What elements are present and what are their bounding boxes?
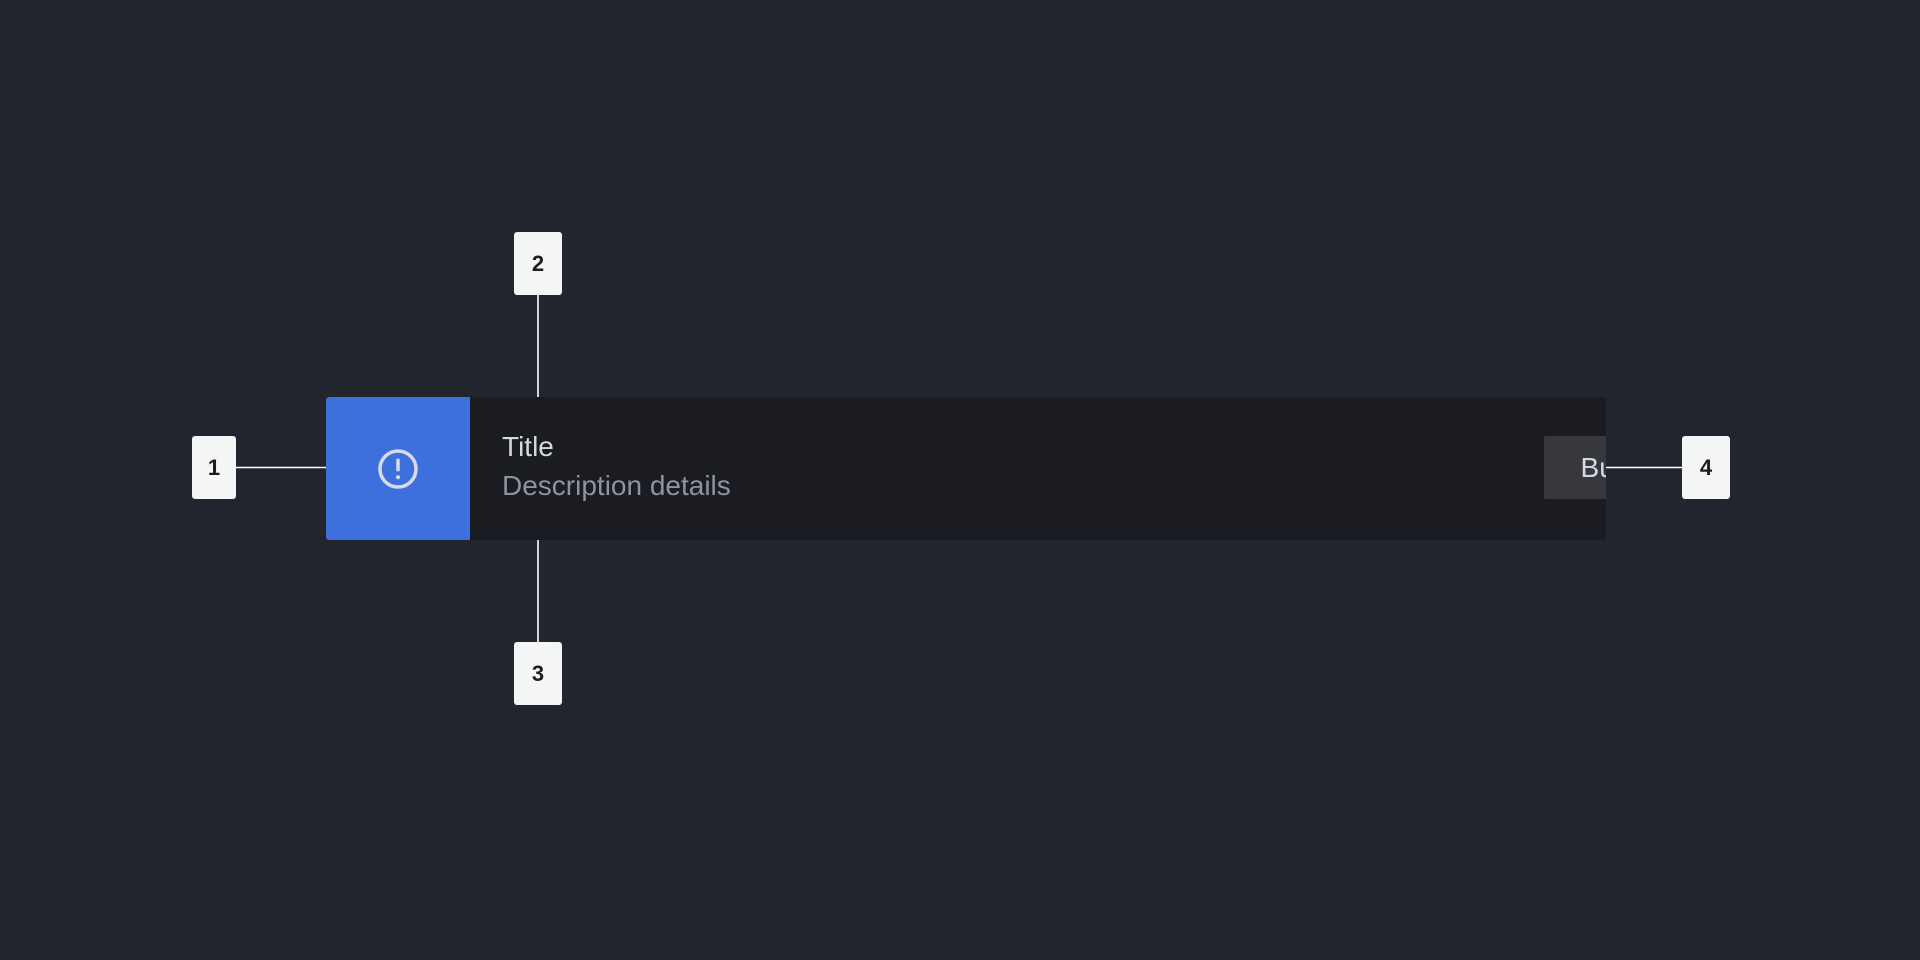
notification-description: Description details	[502, 470, 731, 501]
callout-1: 1	[192, 436, 236, 499]
callout-2: 2	[514, 232, 562, 295]
exclamation-circle-icon	[378, 448, 418, 489]
inline-notification: Title Description details Button	[326, 397, 1606, 540]
notification-action-button[interactable]: Button	[1544, 436, 1606, 499]
notification-title: Title	[502, 431, 554, 462]
notification-content: Title Description details Button	[470, 397, 1606, 540]
callout-3: 3	[514, 642, 562, 705]
callout-4: 4	[1682, 436, 1730, 499]
notification-accent-bar	[326, 397, 470, 540]
